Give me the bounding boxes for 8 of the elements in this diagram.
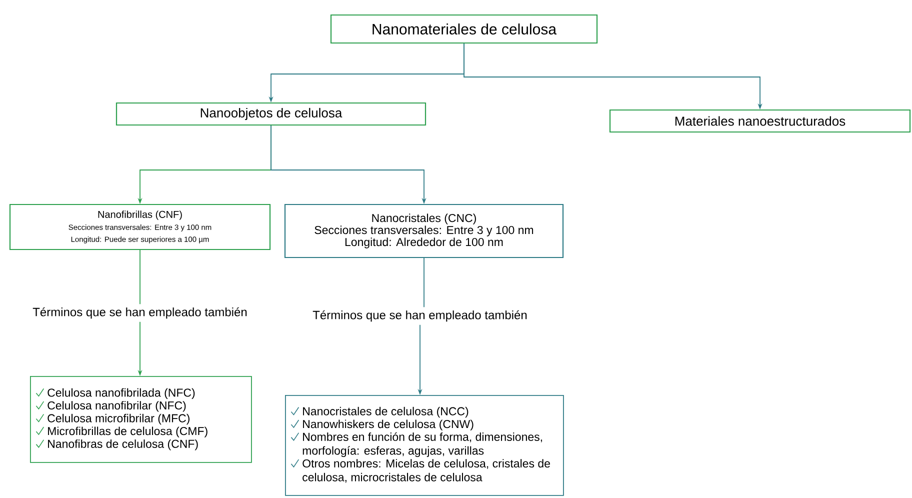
note-text: Términos que se han empleado también <box>310 307 530 325</box>
term-list-box: Nanocristales de celulosa (NCC) Nanowhiskers de celulosa (CNW) Nombres en función de su forma, dimensiones, morfología: esferas, agujas, varillas Otros nombres: Micelas de celulosa, cristales de celulosa, microcristales de celulosa <box>285 395 564 496</box>
term-list-box: Celulosa nanofibrilada (NFC) Celulosa nanofibrilar (NFC) Celulosa microfibrilar (MFC) Microfibrillas de celulosa (CMF) Nanofibras de celulosa (CNF) <box>30 376 252 463</box>
title-box: Nanomateriales de celulosa <box>330 14 598 44</box>
category-box: Nanoobjetos de celulosa <box>116 102 426 126</box>
definition-box: Nanocristales (CNC) Secciones transversales: Entre 3 y 100 nm Longitud: Alrededor de 100 nm <box>284 204 564 258</box>
category-box: Materiales nanoestructurados <box>609 109 911 133</box>
note-text: Términos que se han empleado también <box>30 304 250 322</box>
